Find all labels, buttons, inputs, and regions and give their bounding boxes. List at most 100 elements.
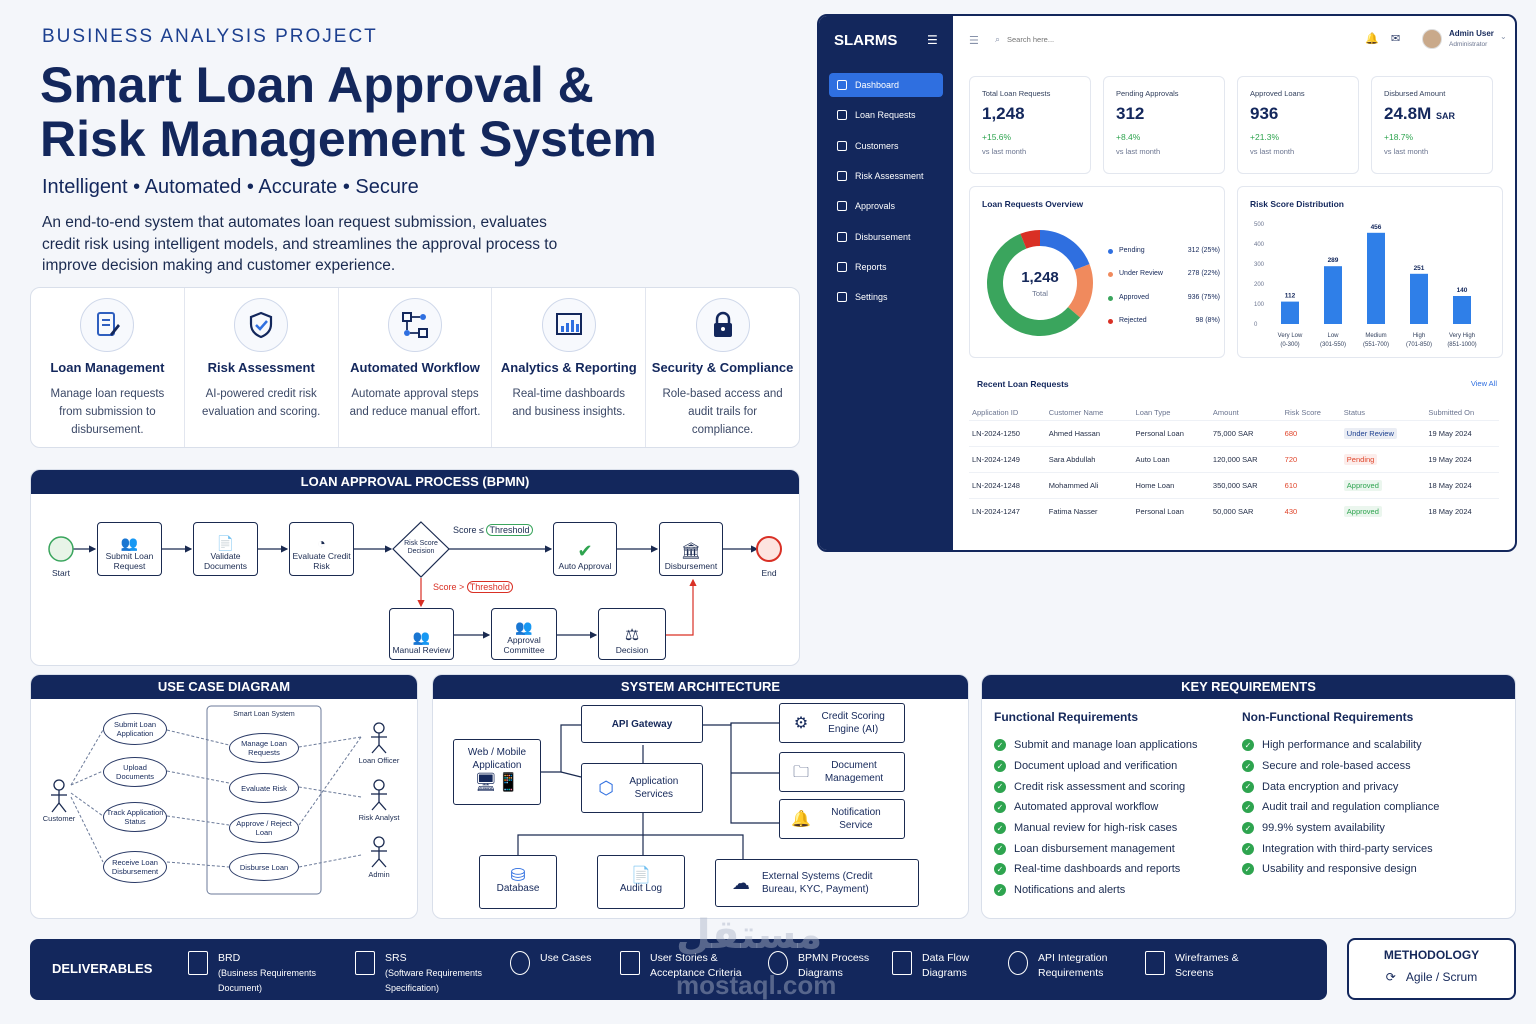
view-all-link[interactable]: View All: [1470, 379, 1497, 388]
validate-documents-task: 📄 Validate Documents: [193, 522, 258, 576]
avatar[interactable]: [1422, 29, 1442, 49]
table-cell: 75,000 SAR: [1209, 419, 1282, 446]
requirement-text: Manual review for high-risk cases: [1014, 822, 1178, 835]
scale-icon: ⚖: [624, 627, 640, 644]
bar[interactable]: [1324, 266, 1342, 324]
document-edit-icon: [80, 298, 135, 352]
submit-loan-request-task: 👥 Submit Loan Request: [97, 522, 162, 576]
database-icon: ⛁: [510, 865, 526, 885]
requirement-item: ✓Credit risk assessment and scoring: [994, 776, 1197, 797]
wireframe-icon: [1145, 951, 1165, 975]
x-tick-label: Medium: [1365, 333, 1386, 339]
donut-slice-approved[interactable]: [987, 233, 1081, 336]
methodology-label: METHODOLOGY: [1383, 948, 1480, 962]
committee-icon: 👥: [515, 619, 533, 635]
requirement-item: ✓Notifications and alerts: [994, 880, 1197, 901]
deliverable-sub: Requirements: [1038, 967, 1104, 979]
kpi-title: Total Loan Requests: [982, 89, 1051, 98]
task-label: Auto Approval: [558, 561, 612, 571]
document-icon: [188, 951, 208, 975]
bell-icon[interactable]: 🔔: [1365, 33, 1379, 45]
y-tick-label: 500: [1254, 222, 1265, 228]
title-line-1: Smart Loan Approval &: [40, 57, 594, 113]
column-header[interactable]: Application ID: [972, 408, 1019, 418]
sidebar-item-dashboard[interactable]: Dashboard: [829, 73, 943, 97]
requirement-item: ✓99.9% system availability: [1242, 818, 1439, 839]
column-header[interactable]: Customer Name: [1048, 408, 1104, 418]
column-header[interactable]: Loan Type: [1135, 408, 1171, 418]
sidebar-item-customers[interactable]: Customers: [829, 134, 943, 158]
check-circle-icon: ✓: [994, 884, 1006, 897]
legend-value: 936 (75%): [1187, 293, 1220, 301]
chevron-down-icon[interactable]: ⌄: [1500, 32, 1507, 41]
requirement-text: Usability and responsive design: [1262, 863, 1417, 876]
kpi-pending: Pending Approvals 312 +8.4% vs last mont…: [1103, 76, 1225, 174]
column-header[interactable]: Risk Score: [1284, 408, 1321, 418]
column-header[interactable]: Amount: [1212, 408, 1239, 418]
manual-review-task: 👥 Manual Review: [389, 608, 454, 660]
kpi-change: +8.4%: [1116, 132, 1141, 142]
feature-desc: AI-powered credit risk evaluation and sc…: [202, 388, 321, 418]
donut-slice-rejected[interactable]: [1020, 230, 1040, 249]
sidebar-item-label: Approvals: [855, 201, 896, 212]
kpi-value: 312: [1116, 104, 1145, 123]
document-icon: 📄: [216, 535, 235, 551]
deliverable-title: User Stories &: [650, 952, 718, 964]
y-tick-label: 300: [1254, 262, 1265, 268]
x-tick-label: Very Low: [1278, 333, 1303, 339]
legend-label: Approved: [1119, 293, 1149, 301]
user-name[interactable]: Admin User: [1449, 29, 1494, 38]
bar[interactable]: [1453, 296, 1471, 324]
donut-slice-under-review[interactable]: [1068, 264, 1093, 318]
architecture-heading: SYSTEM ARCHITECTURE: [433, 675, 968, 699]
task-label: Approval Committee: [503, 635, 545, 655]
bar[interactable]: [1367, 232, 1385, 324]
bank-icon: 🏛: [680, 543, 702, 560]
hamburger-icon[interactable]: ☰: [969, 35, 979, 47]
donut-slice-pending[interactable]: [1040, 230, 1090, 270]
sidebar-item-risk-assessment[interactable]: Risk Assessment: [829, 164, 943, 188]
mail-icon[interactable]: ✉: [1391, 33, 1401, 45]
workflow-icon: [387, 298, 442, 352]
bar[interactable]: [1281, 301, 1299, 324]
uc-upload-documents: Upload Documents: [103, 757, 167, 787]
table-cell: 19 May 2024: [1425, 419, 1499, 446]
cell-text: 18 May 2024: [1428, 480, 1472, 490]
loan-requests-icon: [837, 110, 847, 121]
risk-score: 430: [1284, 506, 1298, 516]
x-tick-range: (551-700): [1363, 342, 1389, 348]
kpi-change: +21.3%: [1250, 132, 1280, 142]
sidebar-item-disbursement[interactable]: Disbursement: [829, 225, 943, 249]
y-tick-label: 100: [1254, 302, 1265, 308]
requirements-panel: KEY REQUIREMENTS Functional Requirements…: [981, 674, 1516, 919]
kpi-sub: vs last month: [1116, 147, 1161, 156]
deliverables-bar: DELIVERABLES BRD(Business Requirements D…: [30, 939, 1327, 1000]
sidebar-item-settings[interactable]: Settings: [829, 285, 943, 309]
search-input[interactable]: [1007, 32, 1207, 46]
column-header[interactable]: Status: [1343, 408, 1366, 418]
table-cell: Fatima Nasser: [1045, 497, 1133, 524]
decision-gateway: [392, 521, 450, 578]
bar-value-label: 112: [1285, 293, 1296, 300]
cube-icon: ⬡: [598, 777, 614, 798]
check-circle-icon: ✓: [1242, 801, 1254, 814]
sidebar-item-reports[interactable]: Reports: [829, 255, 943, 279]
sidebar-item-loan-requests[interactable]: Loan Requests: [829, 103, 943, 127]
sidebar-item-approvals[interactable]: Approvals: [829, 194, 943, 218]
column-header[interactable]: Submitted On: [1428, 408, 1475, 418]
deliverable-sub: Diagrams: [922, 967, 967, 979]
table-cell: LN-2024-1248: [969, 471, 1046, 498]
deliverable-user-stories: User Stories &Acceptance Criteria: [620, 951, 742, 981]
bar[interactable]: [1410, 273, 1428, 324]
lock-icon: [695, 298, 750, 352]
bar-value-label: 289: [1328, 257, 1339, 264]
risk-assessment-icon: [837, 170, 847, 181]
kpi-change: +15.6%: [982, 132, 1012, 142]
actor-loan-officer: Loan Officer: [358, 756, 400, 765]
menu-icon[interactable]: ☰: [927, 33, 938, 47]
